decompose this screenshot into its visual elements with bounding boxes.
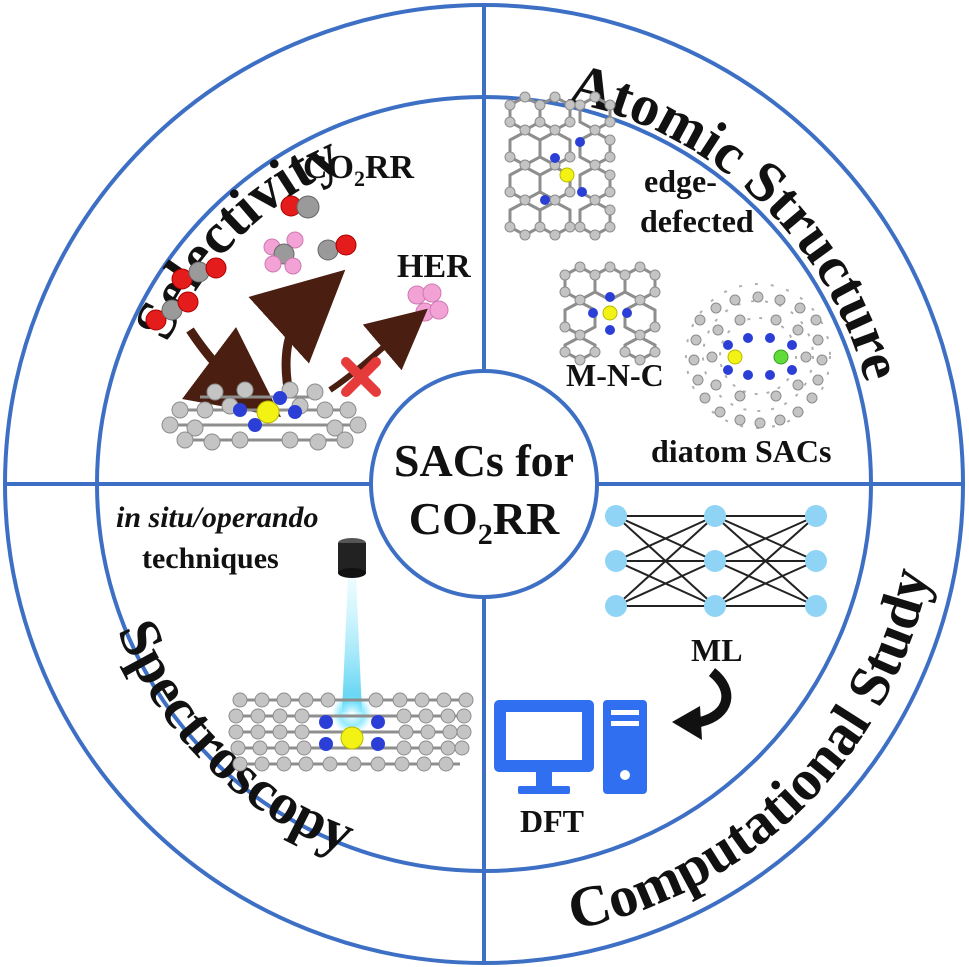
arrow-co2-in <box>181 326 281 418</box>
ring-frame <box>3 3 965 965</box>
label-edge: edge- <box>644 163 717 199</box>
selectivity-panel: CO2RR HER <box>145 149 471 451</box>
spectroscopy-panel: in situ/operando techniques <box>116 501 474 772</box>
catalyst-sheet-selectivity <box>161 381 367 451</box>
catalyst-sheet-spectroscopy <box>228 692 474 772</box>
co-molecules <box>280 195 357 261</box>
label-ml: ML <box>691 632 743 668</box>
arrow-her <box>328 308 428 393</box>
label-co2rr: CO2RR <box>303 149 415 191</box>
center-title-line1: SACs for <box>394 435 574 486</box>
co2-molecule-left <box>145 257 227 331</box>
neural-network-icon <box>605 505 827 617</box>
ch4-molecule <box>263 231 304 275</box>
curved-arrow-head <box>672 706 702 740</box>
probe-icon <box>338 538 366 578</box>
diatom-sacs-structure <box>685 283 831 429</box>
label-defected: defected <box>640 203 754 239</box>
label-dft: DFT <box>520 803 584 839</box>
atomic-structure-panel: edge- defected M-N-C diatom SACs <box>504 91 831 469</box>
beam-glow <box>332 694 372 734</box>
mnc-structure <box>559 261 661 366</box>
center-title-line2: CO2RR <box>409 493 560 551</box>
blocked-cross-icon <box>341 357 381 397</box>
center-circle <box>369 369 599 599</box>
light-beam <box>342 578 362 712</box>
label-techniques: techniques <box>142 542 279 575</box>
computer-icon <box>494 700 647 794</box>
computational-panel: ML DFT <box>494 505 827 839</box>
label-diatom-sacs: diatom SACs <box>651 433 831 469</box>
label-her: HER <box>397 248 471 285</box>
label-in-situ-operando: in situ/operando <box>116 501 319 534</box>
arrow-products-out <box>248 269 346 389</box>
edge-defected-structure <box>504 91 616 241</box>
center-title: SACs for CO2RR <box>394 435 574 551</box>
h2-molecule <box>407 283 449 322</box>
curved-arrow-icon <box>698 668 732 727</box>
